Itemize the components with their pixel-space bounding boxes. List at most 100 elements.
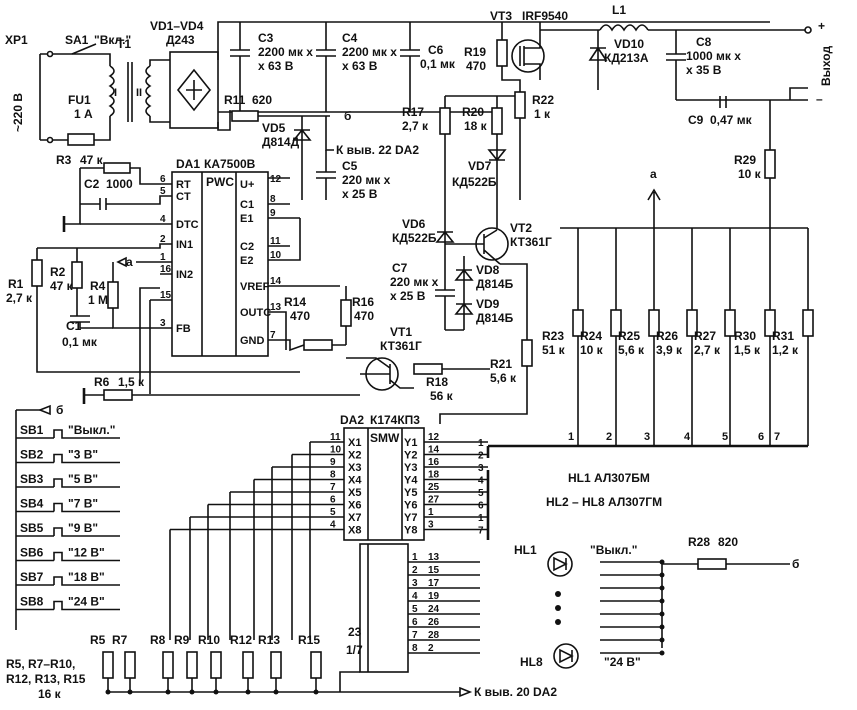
t1-w2: II	[136, 87, 142, 99]
led-row-left: 3	[412, 578, 418, 589]
bottom-res-ref: R9	[174, 633, 190, 647]
da2-x-wire	[309, 441, 344, 640]
switch-ref: SB8	[20, 595, 44, 609]
out-minus: –	[816, 92, 823, 106]
da1-pin-num: 9	[270, 208, 276, 219]
da1-pin-num: 5	[160, 186, 166, 197]
r21-value: 5,6 к	[490, 371, 517, 385]
xp1-label: XP1	[5, 33, 28, 47]
c8-ref: C8	[696, 35, 712, 49]
bottom-resistor	[186, 651, 198, 679]
vd9-part: Д814Б	[476, 311, 514, 325]
hl8-label: "24 В"	[604, 655, 641, 669]
da2-y-name: Y2	[404, 450, 417, 462]
vt3-ref: VT3	[490, 9, 512, 23]
divider-resistor	[802, 309, 814, 337]
vd8-ref: VD8	[476, 263, 500, 277]
da2-x-num: 8	[330, 470, 336, 481]
da1-pin-name: VREF	[240, 281, 270, 293]
da2-x-name: X2	[348, 450, 361, 462]
da2-x-num: 11	[330, 432, 341, 443]
da1-part: КА7500В	[204, 157, 256, 171]
da1-pin-num: 14	[270, 276, 282, 287]
junction-dot	[659, 624, 665, 630]
r18-value: 56 к	[430, 389, 454, 403]
switch-label: "18 В"	[68, 570, 105, 584]
da1-pin-num: 11	[270, 236, 281, 247]
output-label: Выход	[819, 46, 833, 86]
da2-y-name: Y6	[404, 500, 417, 512]
bottom-res-ref: R15	[298, 633, 320, 647]
da1-pin-num: 8	[270, 194, 276, 205]
diode-bridge: VD1–VD4 Д243	[150, 19, 770, 131]
switch-bank: б	[15, 403, 63, 630]
da2-x-num: 5	[330, 507, 336, 518]
da2-x-wire	[169, 528, 344, 640]
divider-ref: R25	[618, 329, 640, 343]
bottom-res-ref: R7	[112, 633, 128, 647]
bridge-part: Д243	[166, 33, 195, 47]
r3-value: 47 к	[80, 153, 104, 167]
c5-ref: C5	[342, 159, 358, 173]
r3-ref: R3	[56, 153, 72, 167]
da1-pin-num: 1	[160, 252, 166, 263]
power-stage: VT3 IRF9540 R19 470 L1 VD10 КД213А C8 10…	[464, 3, 833, 127]
divider-value: 1,5 к	[734, 343, 761, 357]
divider-num: 2	[606, 431, 612, 443]
led-row-right: 2	[428, 643, 434, 654]
junction-dot	[659, 637, 665, 643]
r28-ref: R28	[688, 535, 710, 549]
switch-ref: SB4	[20, 497, 44, 511]
r1-value: 2,7 к	[6, 291, 33, 305]
led-row-left: 5	[412, 604, 418, 615]
c9-ref: C9	[688, 113, 704, 127]
c2-value: 1000	[106, 177, 133, 191]
vd5-part: Д814Д	[262, 135, 300, 149]
r20-ref: R20	[462, 105, 484, 119]
da2-part: К174КП3	[370, 413, 420, 427]
divider-ref: R31	[772, 329, 794, 343]
da2-y-name: Y8	[404, 525, 417, 537]
divider-resistor	[648, 309, 660, 337]
c1-value: 0,1 мк	[62, 335, 98, 349]
divider-resistor	[764, 309, 776, 337]
vt1-part: КТ361Г	[380, 339, 422, 353]
vd10-part: КД213А	[604, 51, 649, 65]
c6-v1: 0,1 мк	[420, 57, 456, 71]
junction-dot	[659, 559, 665, 565]
r6-value: 1,5 к	[118, 375, 145, 389]
da1-chip: DA1 КА7500В PWC	[171, 157, 269, 357]
da1-pin-num: 4	[160, 214, 166, 225]
da2-x-name: X5	[348, 487, 361, 499]
da1-pin-name: IN1	[176, 239, 193, 251]
divider-value: 3,9 к	[656, 343, 683, 357]
r16-value: 470	[354, 309, 374, 323]
da1-pin-name: C2	[240, 241, 254, 253]
da2-y-out: 5	[478, 488, 484, 499]
bottom-res-ref: R12	[230, 633, 252, 647]
r20-value: 18 к	[464, 119, 488, 133]
switch-label: "7 В"	[68, 497, 98, 511]
hl1-label: "Выкл."	[590, 543, 637, 557]
da1-pin-name: RT	[176, 179, 191, 191]
r2-ref: R2	[50, 265, 66, 279]
c4-ref: C4	[342, 31, 358, 45]
da1-pin-num: 13	[270, 302, 282, 313]
da2-x-wire	[271, 466, 344, 640]
r6-ref: R6	[94, 375, 110, 389]
led-row-right: 26	[428, 617, 440, 628]
vt1-ref: VT1	[390, 325, 412, 339]
switch-wire	[16, 551, 120, 562]
da1-pin-num: 16	[160, 264, 172, 275]
da2-y-num: 25	[428, 482, 440, 493]
led-row-left: 4	[412, 591, 418, 602]
divider-ref: R23	[542, 329, 564, 343]
da2-y-num: 1	[428, 507, 434, 518]
divider-resistor	[572, 309, 584, 337]
r1-ref: R1	[8, 277, 24, 291]
da1-pin-num: 2	[160, 234, 166, 245]
da2-x-name: X6	[348, 500, 361, 512]
